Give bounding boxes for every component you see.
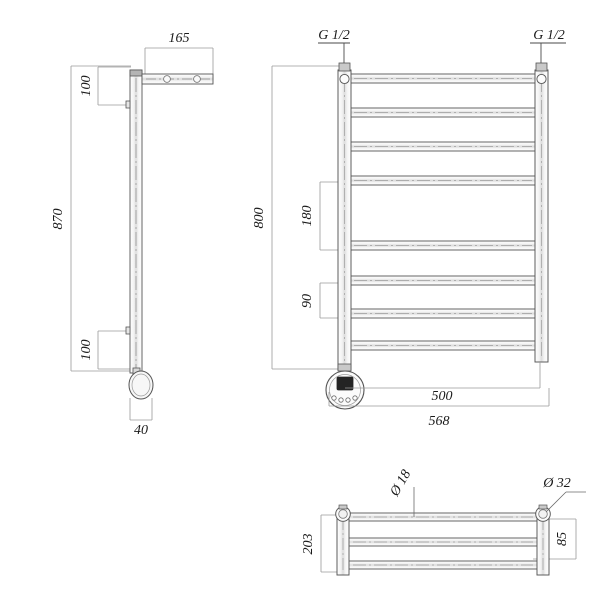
front-collector-right xyxy=(534,62,549,363)
dimension-label-203: 203 xyxy=(301,534,316,555)
top-view-tube xyxy=(347,512,539,522)
leader-diameter-32 xyxy=(545,491,586,513)
dimension-label-568: 568 xyxy=(429,414,450,429)
front-view: 800 180 90 xyxy=(252,28,566,429)
label-thread-right: G 1/2 xyxy=(533,28,565,43)
top-view-collector-left xyxy=(335,504,351,576)
dimension-label-870: 870 xyxy=(51,209,66,230)
dimension-front-height-800 xyxy=(271,65,344,370)
dimension-side-height-870 xyxy=(70,65,131,372)
bracket-hole xyxy=(193,75,201,83)
rung xyxy=(348,308,538,319)
top-view-tube xyxy=(347,560,539,570)
top-view-tubes xyxy=(347,512,539,570)
dimension-side-top-100 xyxy=(97,66,131,106)
rung xyxy=(348,175,538,186)
top-view-collector-right xyxy=(535,504,551,576)
rung xyxy=(348,73,538,84)
front-collector-left xyxy=(337,62,352,372)
dimension-foot-40 xyxy=(129,398,153,421)
label-thread-left: G 1/2 xyxy=(318,28,350,43)
top-view-tube xyxy=(347,537,539,547)
leader-thread-right xyxy=(530,42,566,63)
dimension-label-165: 165 xyxy=(169,31,190,46)
dimension-label-top-100: 100 xyxy=(79,76,94,97)
rung xyxy=(348,141,538,152)
dimension-width-568 xyxy=(328,388,550,407)
thermostat-control-unit[interactable] xyxy=(325,370,365,410)
dimension-label-40: 40 xyxy=(134,423,148,438)
thermostat-button[interactable] xyxy=(338,397,344,403)
leader-thread-left xyxy=(318,42,350,63)
rung xyxy=(348,107,538,118)
dimension-width-500 xyxy=(345,362,541,389)
dimension-label-85: 85 xyxy=(555,532,570,546)
side-rail-tube xyxy=(129,69,143,374)
side-connector-nubs xyxy=(125,100,131,335)
thermostat-button[interactable] xyxy=(331,395,337,401)
thermostat-display xyxy=(336,376,354,391)
dimension-label-bottom-100: 100 xyxy=(79,340,94,361)
rung xyxy=(348,275,538,286)
side-wall-bracket-top xyxy=(141,73,214,85)
dimension-side-bottom-100 xyxy=(97,330,131,370)
side-view: 870 100 100 165 40 xyxy=(51,31,214,438)
rung xyxy=(348,240,538,251)
dimension-label-180: 180 xyxy=(300,206,315,227)
dimension-label-800: 800 xyxy=(252,208,267,229)
thermostat-button[interactable] xyxy=(352,395,358,401)
rung xyxy=(348,340,538,351)
bracket-hole xyxy=(163,75,171,83)
dimension-label-90: 90 xyxy=(300,294,315,308)
label-diameter-32: Ø 32 xyxy=(542,476,571,491)
side-foot-oval xyxy=(128,367,154,400)
dimension-label-500: 500 xyxy=(432,389,453,404)
thermostat-button[interactable] xyxy=(345,397,351,403)
